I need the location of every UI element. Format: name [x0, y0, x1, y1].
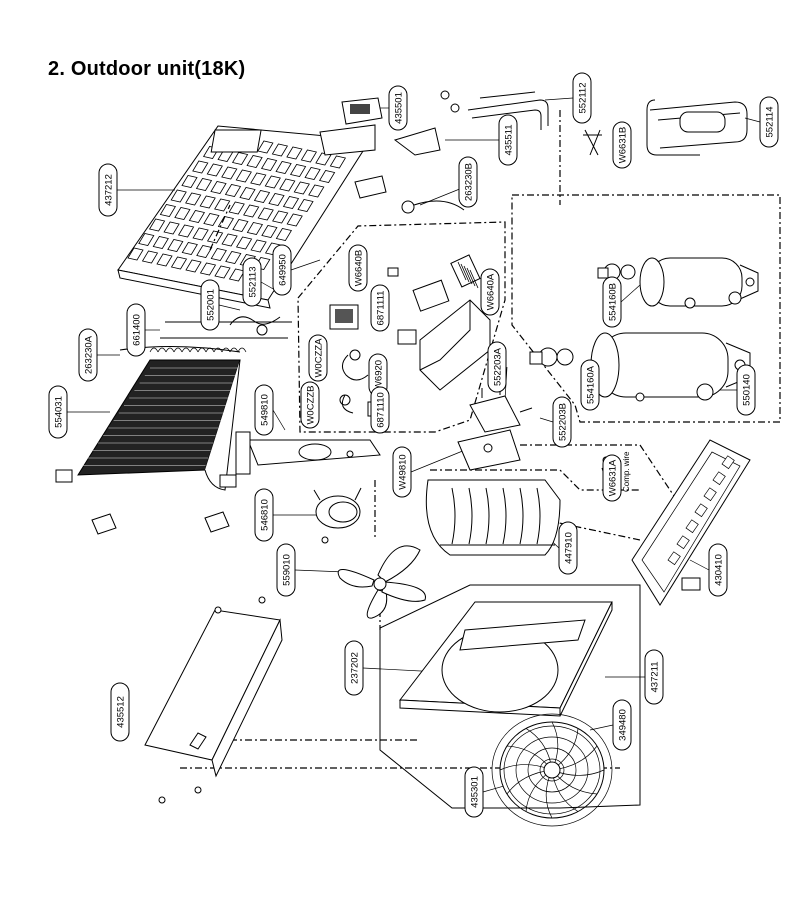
motor-bracket	[235, 431, 381, 475]
part-label-w6920: W6920	[368, 353, 388, 397]
part-number-text: 437211	[650, 662, 661, 693]
part-label-447910: 447910	[558, 521, 578, 575]
electrical-box-parts	[329, 254, 491, 417]
part-number-text: 6871110	[376, 392, 387, 428]
page-title: 2. Outdoor unit(18K)	[48, 58, 246, 80]
sensor-263230B	[401, 200, 465, 214]
part-label-552113: 552113	[242, 257, 262, 307]
bracket-435511	[393, 90, 549, 156]
part-number-text: 6871111	[376, 291, 387, 326]
tube-assembly	[160, 316, 292, 339]
part-label-w6631a: W6631A	[602, 454, 622, 502]
part-label-559010: 559010	[276, 543, 296, 597]
part-number-text: 554160B	[608, 283, 619, 321]
part-label-554160b: 554160B	[602, 276, 622, 328]
part-number-text: 237202	[350, 652, 361, 684]
fan-guard	[491, 713, 613, 827]
part-label-550140: 550140	[736, 364, 756, 416]
part-label-w0czza: W0CZZA	[308, 334, 328, 382]
part-number-labels: 435512 437212 554031 263230A 661400 552001 552…	[48, 72, 779, 818]
part-number-text: 435512	[116, 696, 127, 728]
part-label-6871110: 6871110	[370, 386, 390, 434]
part-number-text: 552001	[206, 289, 217, 321]
tube-assembly-552114	[646, 99, 748, 156]
part-number-text: 435501	[394, 92, 405, 124]
part-number-text: 649950	[278, 254, 289, 286]
part-label-554031: 554031	[48, 385, 68, 439]
part-number-text: 435301	[470, 776, 481, 808]
part-number-text: 554031	[54, 396, 65, 428]
propeller-fan	[337, 545, 426, 619]
part-label-435512: 435512	[110, 682, 130, 742]
part-label-552203b: 552203B	[552, 396, 572, 448]
part-label-w6640b: W6640B	[348, 244, 368, 292]
part-label-554160a: 554160A	[580, 359, 600, 411]
part-number-text: W6920	[374, 360, 385, 390]
part-number-text: 552203B	[558, 403, 569, 441]
part-number-text: 546810	[260, 499, 271, 531]
part-label-w6631b: W6631B	[612, 121, 632, 169]
part-number-text: W6631B	[618, 127, 629, 163]
part-number-text: 349480	[618, 709, 629, 741]
part-label-552203a: 552203A	[487, 341, 507, 393]
part-number-text: W0CZZA	[314, 338, 325, 378]
compressor-lower	[529, 332, 751, 402]
part-label-263230a: 263230A	[78, 328, 98, 382]
part-number-text: W49810	[398, 454, 409, 489]
part-number-text: 550140	[742, 374, 753, 406]
part-label-w6640a: W6640A	[480, 268, 500, 316]
part-label-w49810: W49810	[392, 446, 412, 498]
part-label-437211: 437211	[644, 649, 664, 705]
part-label-546810: 546810	[254, 488, 274, 542]
part-number-text: 559010	[282, 554, 293, 586]
part-number-text: W6640B	[354, 250, 365, 286]
part-label-552112: 552112	[572, 72, 592, 124]
wind-guide-partition	[425, 479, 561, 556]
condenser-coil	[55, 345, 247, 535]
part-number-text: 552112	[578, 83, 589, 114]
part-label-435511: 435511	[498, 114, 518, 166]
part-label-430410: 430410	[708, 543, 728, 597]
part-number-text: 263230B	[464, 163, 475, 201]
part-number-text: 552114	[765, 107, 776, 138]
cable-tie-W6631B	[583, 129, 602, 156]
part-number-text: W0CZZB	[306, 385, 317, 424]
compressor-upper	[597, 257, 759, 309]
part-label-349480: 349480	[612, 699, 632, 751]
part-number-text: 554160A	[586, 365, 597, 404]
front-panel-outline	[379, 584, 641, 809]
part-number-text: 552203A	[493, 347, 504, 386]
part-label-435501: 435501	[388, 85, 408, 131]
part-number-text: 435511	[504, 125, 515, 156]
part-label-552114: 552114	[759, 96, 779, 148]
part-number-text: W6640A	[486, 273, 497, 310]
part-label-237202: 237202	[344, 640, 364, 696]
front-panel-assembly	[399, 601, 613, 717]
part-number-text: 263230A	[84, 335, 95, 374]
part-number-text: 549810	[260, 394, 271, 426]
comp-wire-note: Comp. wire	[622, 451, 631, 492]
part-number-text: 430410	[714, 554, 725, 586]
part-number-text: 661400	[132, 314, 143, 346]
service-valves	[457, 383, 533, 471]
part-label-649950: 649950	[272, 244, 292, 296]
control-pcb	[631, 439, 751, 606]
side-panel	[144, 596, 283, 804]
part-label-552001: 552001	[200, 279, 220, 331]
part-label-437212: 437212	[98, 163, 118, 217]
part-label-263230b: 263230B	[458, 156, 478, 208]
part-number-text: W6631A	[608, 459, 619, 496]
part-label-435301: 435301	[464, 766, 484, 818]
fan-motor	[313, 487, 362, 544]
part-number-text: 447910	[564, 532, 575, 564]
part-number-text: 437212	[104, 174, 115, 206]
part-label-6871111: 6871111	[370, 284, 390, 332]
part-number-text: 552113	[248, 267, 259, 298]
small-block-top	[319, 97, 387, 199]
part-label-661400: 661400	[126, 303, 146, 357]
part-label-549810: 549810	[254, 384, 274, 436]
part-label-w0czzb: W0CZZB	[300, 381, 320, 429]
